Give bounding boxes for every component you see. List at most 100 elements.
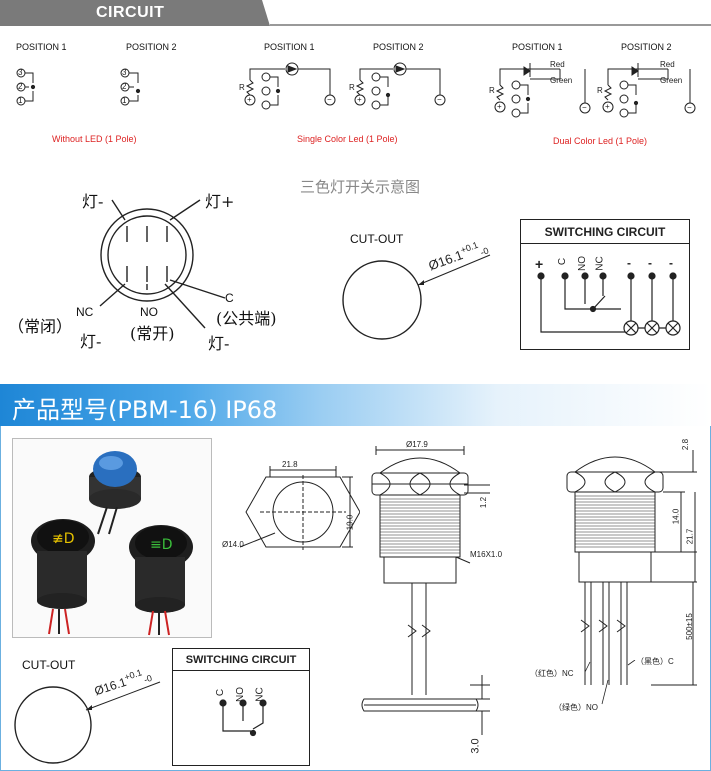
lamp-minus-br-label: 灯- — [208, 334, 230, 353]
switching-circuit-bottom-title: SWITCHING CIRCUIT — [173, 649, 309, 671]
sw-top-minus-1: - — [627, 256, 631, 270]
label-black-c: （黑色）C — [636, 657, 674, 666]
cutout-top-label: CUT-OUT — [350, 232, 404, 246]
dim-1-2: 1.2 — [479, 496, 489, 509]
red-label-1: Red — [550, 60, 565, 69]
side-view-leads-drawing — [566, 450, 697, 686]
dim-lead-length: 500±15 — [684, 613, 694, 640]
minus-label-4: − — [687, 103, 692, 112]
pin-3-a: 3 — [18, 68, 23, 77]
position-1-label-b: POSITION 1 — [264, 42, 315, 52]
cutout-bottom-circle — [14, 681, 161, 764]
product-photo: ≢D ≡D — [12, 438, 212, 638]
dim-2-8: 2.8 — [681, 438, 691, 451]
schematic-no-led-pos1 — [16, 68, 36, 106]
minus-label-1: − — [327, 95, 332, 104]
no-label: NO — [140, 305, 158, 319]
pin-1-b: 1 — [122, 96, 127, 105]
position-2-label-a: POSITION 2 — [126, 42, 177, 52]
cutout-top-circle — [342, 254, 491, 340]
resistor-label-3: R — [489, 86, 495, 95]
sw-top-plus: + — [535, 256, 544, 272]
sw-bottom-c: C — [215, 688, 227, 697]
resistor-label-2: R — [349, 83, 355, 92]
schematic-dual-led-pos2 — [602, 63, 696, 118]
dim-14-0: 14.0 — [671, 508, 681, 525]
dim-3-0: 3.0 — [469, 738, 482, 754]
cutout-bottom-label: CUT-OUT — [22, 658, 76, 672]
schematic-no-led-pos2 — [120, 68, 141, 106]
pin-3-b: 3 — [122, 68, 127, 77]
sw-bottom-no: NO — [235, 687, 246, 702]
dim-21-7: 21.7 — [685, 528, 695, 545]
red-label-2: Red — [660, 60, 675, 69]
product-banner — [0, 384, 711, 426]
plus-label-2: + — [357, 95, 362, 104]
pin-2-b: 2 — [122, 82, 127, 91]
c-label: C — [225, 291, 234, 305]
switching-circuit-top-title: SWITCHING CIRCUIT — [521, 220, 689, 244]
sw-top-no: NO — [577, 256, 588, 271]
lamp-plus-label: 灯+ — [205, 192, 235, 211]
dim-thread: M16X1.0 — [470, 550, 503, 559]
schematic-dual-led-pos1 — [494, 63, 591, 118]
circuit-tab — [0, 0, 270, 26]
dim-d17-9: Ø17.9 — [406, 440, 428, 449]
sw-top-c: C — [557, 257, 569, 266]
position-1-label-a: POSITION 1 — [16, 42, 67, 52]
dim-19-0: 19.0 — [345, 514, 355, 531]
plus-label-4: + — [605, 102, 610, 111]
c-cn-label: (公共端) — [216, 309, 277, 328]
sw-top-minus-2: - — [648, 256, 652, 270]
green-button-image: ≡D — [129, 525, 193, 636]
position-2-label-c: POSITION 2 — [621, 42, 672, 52]
pin-2-a: 2 — [18, 82, 23, 91]
schematic-single-led-pos2 — [354, 62, 446, 110]
lamp-minus-top-label: 灯- — [82, 192, 104, 211]
blue-button-image — [89, 451, 141, 535]
caption-without-led: Without LED (1 Pole) — [52, 134, 137, 144]
plus-label-3: + — [497, 102, 502, 111]
lead-leaders — [584, 660, 636, 705]
product-title: 产品型号(PBM-16) IP68 — [12, 396, 278, 424]
hex-nut-drawing — [239, 466, 360, 550]
tricolor-pin-diagram — [99, 199, 226, 329]
label-green-no: （绿色）NO — [554, 703, 598, 712]
cutout-top-tol-plus: +0.1 — [459, 239, 480, 256]
nc-cn-label: （常闭） — [8, 317, 73, 336]
label-red-nc: （红色）NC — [530, 669, 574, 678]
circuit-header: CIRCUIT — [0, 0, 711, 26]
minus-label-3: − — [582, 103, 587, 112]
product-photo-art: ≢D ≡D — [31, 451, 193, 636]
caption-dual-led: Dual Color Led (1 Pole) — [553, 136, 648, 146]
sw-bottom-nc: NC — [254, 687, 266, 702]
pin-1-a: 1 — [18, 96, 23, 105]
nc-label: NC — [76, 305, 94, 319]
circuit-divider — [270, 24, 711, 26]
circuit-title: CIRCUIT — [96, 4, 165, 21]
no-cn-label: (常开) — [130, 324, 175, 343]
switching-circuit-top-schematic — [537, 272, 681, 336]
plus-label-1: + — [247, 95, 252, 104]
switching-circuit-bottom-schematic — [219, 699, 267, 737]
sw-top-nc: NC — [594, 256, 606, 271]
dim-21-8: 21.8 — [282, 460, 298, 469]
svg-text:≢D: ≢D — [52, 531, 75, 547]
caption-single-led: Single Color Led (1 Pole) — [297, 134, 398, 144]
minus-label-2: − — [437, 95, 442, 104]
switching-circuit-bottom-box: SWITCHING CIRCUIT C NO NC — [172, 648, 310, 766]
dim-d14-0: Ø14.0 — [222, 540, 244, 549]
svg-text:≡D: ≡D — [150, 537, 173, 553]
resistor-label-4: R — [597, 86, 603, 95]
schematic-single-led-pos1 — [244, 62, 336, 110]
sw-top-minus-3: - — [669, 256, 673, 270]
switching-circuit-top-box: SWITCHING CIRCUIT + C NO NC - - - — [520, 219, 690, 350]
position-1-label-c: POSITION 1 — [512, 42, 563, 52]
lamp-minus-bl-label: 灯- — [80, 332, 102, 351]
side-view-drawing — [361, 446, 490, 735]
resistor-label-1: R — [239, 83, 245, 92]
position-2-label-b: POSITION 2 — [373, 42, 424, 52]
green-label-2: Green — [660, 76, 683, 85]
circuit-schematics — [16, 62, 696, 118]
yellow-button-image: ≢D — [31, 519, 95, 635]
